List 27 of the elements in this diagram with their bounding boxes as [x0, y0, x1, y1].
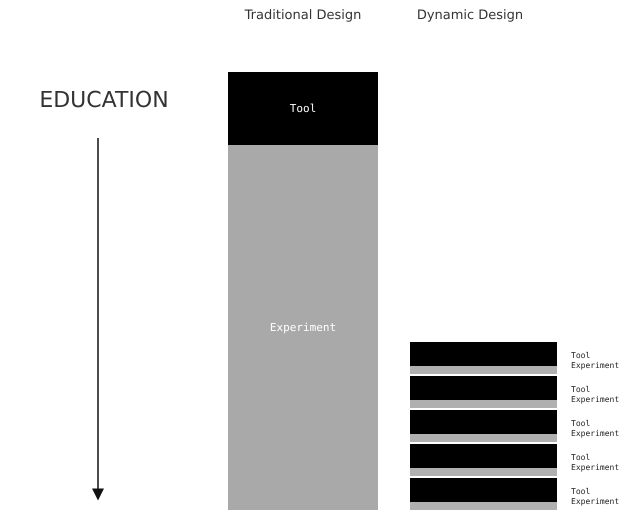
tool-block	[228, 72, 378, 145]
bar-caption: Experiment	[571, 429, 620, 438]
experiment-bar	[410, 434, 557, 442]
column-heading: Dynamic Design	[416, 8, 524, 23]
bar-caption: Tool	[571, 487, 590, 496]
bar-caption: Tool	[571, 453, 590, 462]
experiment-bar	[410, 468, 557, 476]
block-label: Tool	[290, 102, 316, 115]
experiment-block	[228, 145, 378, 510]
tool-bar	[410, 478, 557, 502]
bar-caption: Experiment	[571, 497, 620, 506]
tool-bar	[410, 410, 557, 434]
axis-title: EDUCATION	[38, 88, 170, 113]
tool-bar	[410, 342, 557, 366]
experiment-bar	[410, 400, 557, 408]
bar-caption: Tool	[571, 351, 590, 360]
tool-bar	[410, 444, 557, 468]
column-heading: Traditional Design	[244, 8, 362, 23]
experiment-bar	[410, 366, 557, 374]
bar-caption: Experiment	[571, 395, 620, 404]
tool-bar	[410, 376, 557, 400]
bar-caption: Tool	[571, 419, 590, 428]
bar-caption: Experiment	[571, 463, 620, 472]
block-label: Experiment	[270, 321, 336, 334]
experiment-bar	[410, 502, 557, 510]
bar-caption: Experiment	[571, 361, 620, 370]
bar-caption: Tool	[571, 385, 590, 394]
